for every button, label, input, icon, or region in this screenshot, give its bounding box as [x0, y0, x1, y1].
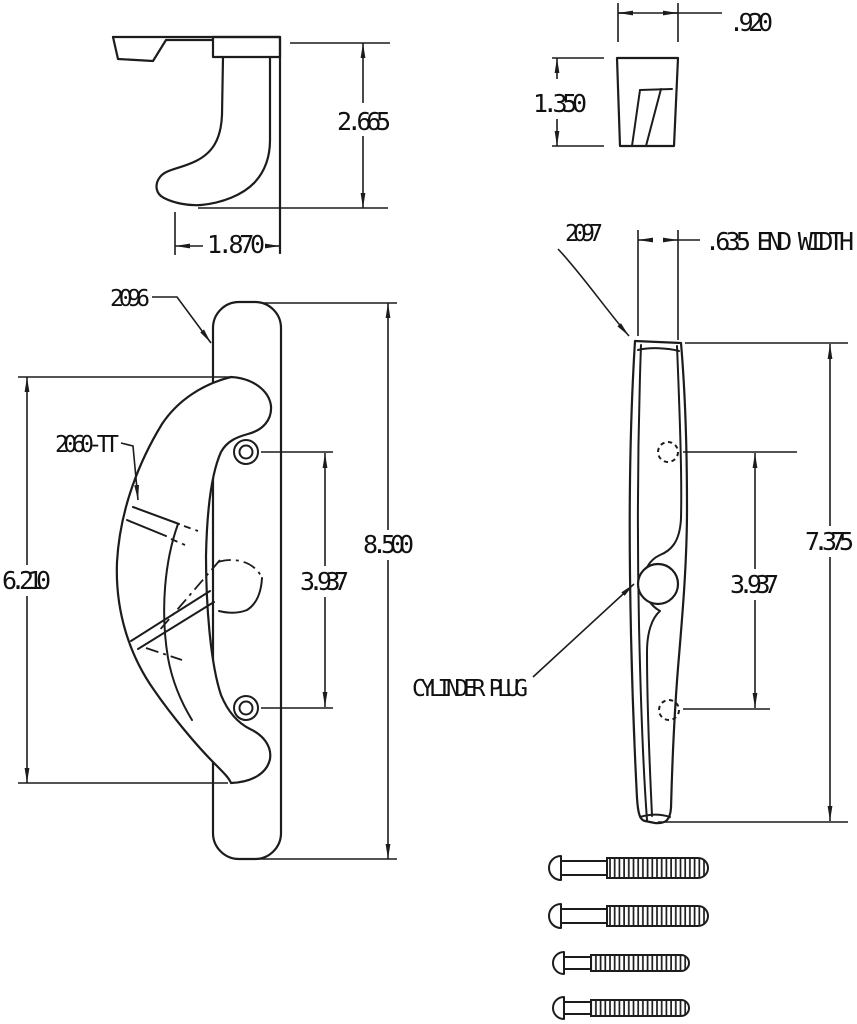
dim-text-plate-height: 8.500: [363, 530, 413, 559]
screw-long-1: [548, 855, 709, 881]
label-text-2060-tt: 2060-TT: [55, 432, 119, 458]
cylinder-plug: [636, 562, 680, 606]
dim-text-grip-height: 6.210: [2, 566, 50, 595]
hidden-hole-bottom: [658, 699, 680, 721]
dim-hole-spacing-right: 3.937: [683, 451, 797, 710]
label-text-2097: 2097: [565, 221, 602, 247]
end-profile-view: .920 1.350: [533, 3, 773, 148]
dim-outside-height: 7.375: [658, 342, 854, 823]
grip-outline: [115, 375, 273, 785]
dim-text-side-width: 1.870: [207, 230, 264, 259]
dim-text-end-height: 1.350: [533, 89, 586, 118]
screw-short-2: [552, 996, 690, 1020]
latch-detail: [126, 506, 263, 721]
hidden-hole-top: [657, 441, 679, 463]
label-2060-tt: 2060-TT: [55, 432, 140, 501]
dim-end-width: .635 END WIDTH: [637, 227, 854, 340]
dim-text-end-width: .635 END WIDTH: [705, 227, 853, 256]
label-text-cylinder-plug: CYLINDER PLUG: [412, 676, 527, 702]
screw-long-2: [548, 903, 709, 929]
dim-hole-spacing-left: 3.937: [261, 451, 349, 709]
dim-side-width: 1.870: [174, 212, 280, 259]
dim-text-outside-height: 7.375: [805, 527, 853, 556]
dim-plate-height: 8.500: [255, 302, 414, 860]
inside-assembly-view: 2096 2060-TT 8.500 6.210: [2, 286, 414, 861]
dim-text-hole-spacing-right: 3.937: [730, 570, 778, 599]
label-2097: 2097: [557, 221, 630, 337]
dim-text-end-top-width: .920: [729, 8, 772, 37]
dim-end-height: 1.350: [533, 57, 604, 147]
dim-side-height: 2.665: [198, 42, 391, 209]
backplate-outline: [211, 300, 283, 861]
side-profile-view: 2.665 1.870: [111, 35, 391, 259]
outside-handle-view: 2097 .635 END WIDTH 7.375 3.937: [412, 221, 854, 825]
mounting-holes: [233, 439, 259, 721]
dim-end-top-width: .920: [617, 3, 773, 42]
screw-short-1: [552, 951, 690, 975]
mounting-screws: [548, 855, 709, 1020]
dim-grip-height: 6.210: [2, 376, 231, 784]
label-cylinder-plug: CYLINDER PLUG: [412, 583, 635, 702]
dim-text-side-height: 2.665: [337, 107, 390, 136]
label-2096: 2096: [110, 286, 212, 344]
dim-text-hole-spacing-left: 3.937: [300, 567, 348, 596]
label-text-2096: 2096: [110, 286, 149, 312]
